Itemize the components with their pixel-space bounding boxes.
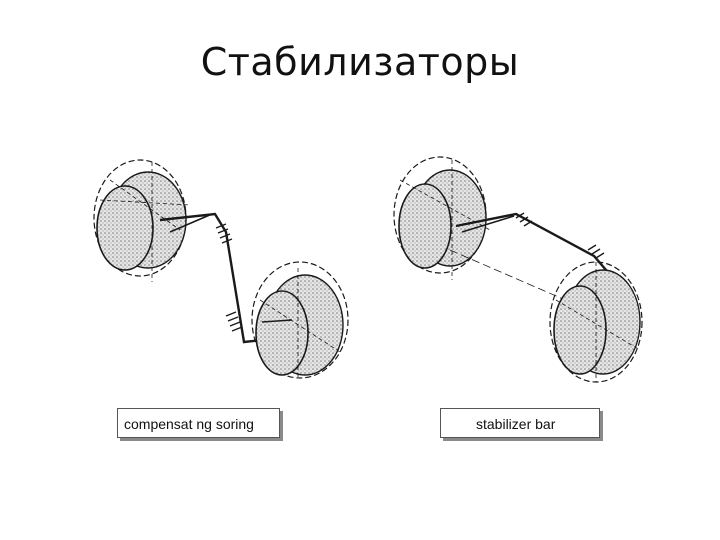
stabilizer-bar-figure (393, 156, 643, 383)
bar-mount-lower (587, 244, 605, 259)
caption-stabilizer-bar: stabilizer bar (440, 408, 600, 438)
wheel-upper-left-2 (393, 156, 491, 280)
caption-compensating-spring: compensat ng soring (117, 408, 280, 438)
spring-coil-upper (215, 223, 233, 244)
wheel-lower-right-2 (549, 261, 643, 383)
wheel-lower-right (251, 261, 349, 380)
spring-coil-lower (225, 311, 243, 332)
slide-title: Стабилизаторы (200, 40, 520, 84)
bar-mount-upper (515, 212, 533, 227)
compensating-spring-figure (93, 159, 349, 380)
wheel-upper-left (93, 159, 191, 282)
